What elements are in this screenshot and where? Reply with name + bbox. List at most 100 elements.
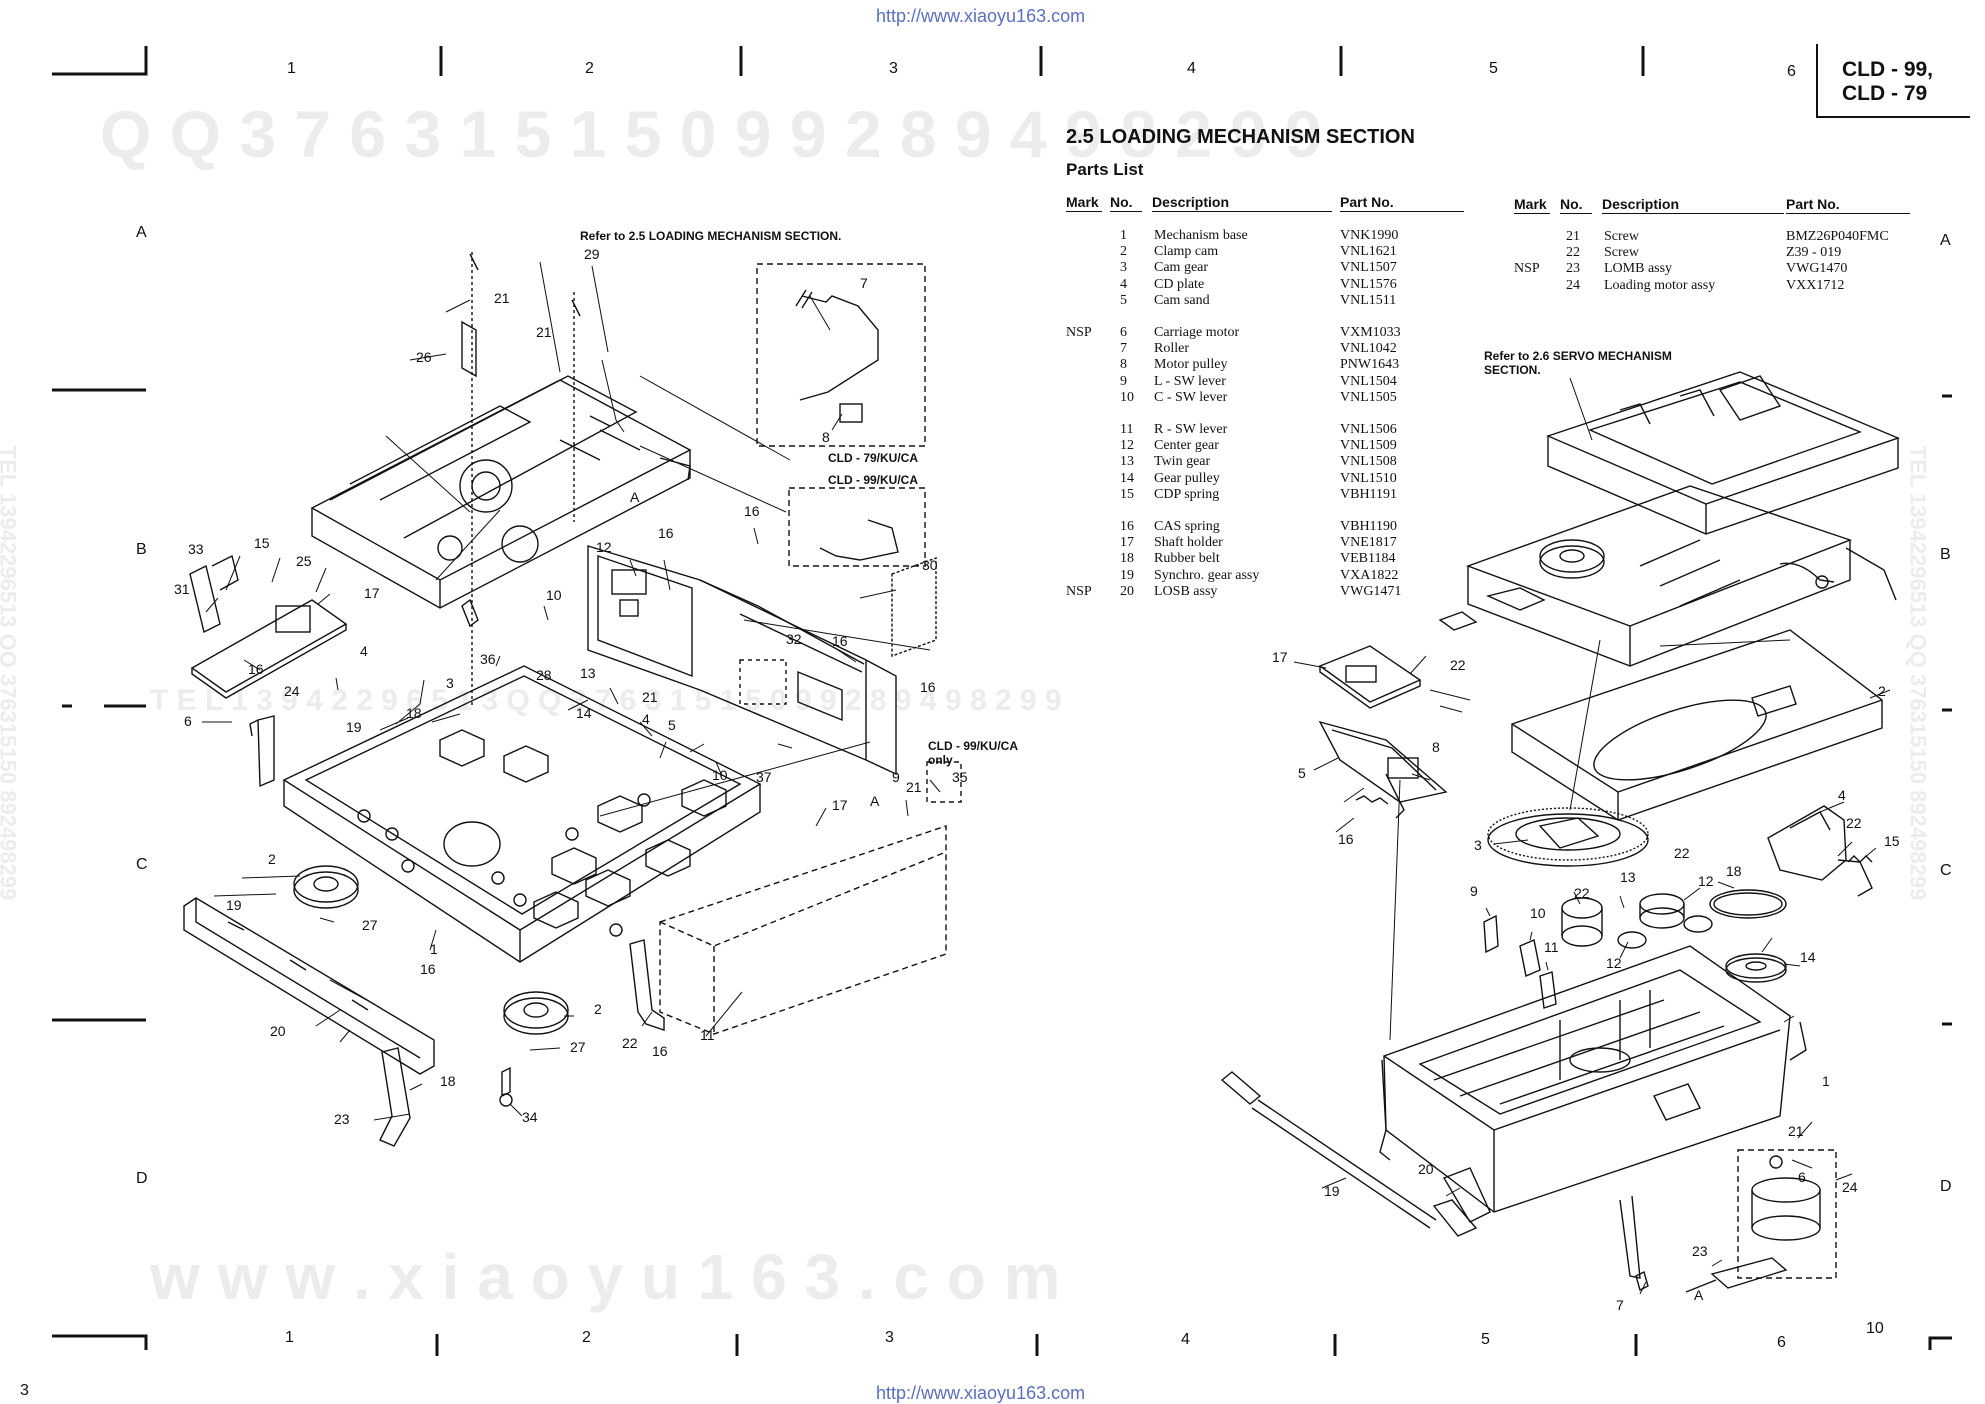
th-left-part: Part No.	[1340, 194, 1464, 212]
url-top[interactable]: http://www.xiaoyu163.com	[876, 6, 1086, 26]
parts-left-no: 9	[1120, 373, 1127, 389]
col-num-bottom-3: 3	[885, 1329, 894, 1346]
parts-left-desc: R - SW lever	[1154, 422, 1228, 437]
callout-right: 12	[1606, 955, 1622, 971]
callout-left: 37	[756, 769, 772, 785]
cam-sand-5	[1318, 720, 1448, 803]
parts-left-desc: C - SW lever	[1154, 389, 1228, 405]
callout-right: 4	[1838, 787, 1846, 803]
callout-left: 16	[920, 679, 936, 695]
bracket-26	[461, 320, 477, 378]
parts-left-part: VNL1507	[1340, 260, 1397, 276]
callout-left: 21	[906, 779, 922, 795]
callout-left: 10	[546, 587, 562, 603]
callout-right: 21	[1788, 1123, 1804, 1139]
callout-left: A	[630, 489, 640, 505]
col-num-bottom-1: 1	[285, 1329, 294, 1346]
parts-right-mark: NSP	[1514, 261, 1540, 277]
callout-left: 3	[446, 675, 454, 691]
power-cord-79	[799, 295, 879, 401]
cd-plate-recess	[1593, 699, 1767, 781]
servo-mechanism-lower	[1465, 485, 1853, 627]
parts-right-no: 23	[1566, 261, 1580, 277]
note-refer-servo-1: Refer to 2.6 SERVO MECHANISM	[1484, 349, 1672, 363]
parts-right-part: VXX1712	[1786, 277, 1845, 293]
parts-left-part: VNL1508	[1340, 454, 1397, 470]
parts-left-mark: NSP	[1066, 325, 1092, 340]
top-chassis-gear	[459, 459, 513, 513]
bracket-22	[629, 939, 665, 1031]
parts-right-desc: LOMB assy	[1604, 261, 1673, 277]
note-cld79: CLD - 79/KU/CA	[828, 451, 918, 465]
callout-left: 20	[270, 1023, 286, 1039]
url-bottom[interactable]: http://www.xiaoyu163.com	[876, 1383, 1086, 1403]
callout-left: 25	[296, 553, 312, 569]
callout-left: 22	[622, 1035, 638, 1051]
parts-left-part: VNL1504	[1340, 373, 1397, 389]
right-callouts: 17 22 2 5 8 16 3 4 22 15 22 13 12 18 22 …	[1272, 649, 1900, 1313]
col-num-top-2: 2	[585, 60, 594, 77]
chassis-hole	[443, 821, 501, 867]
parts-right-part: BMZ26P040FMC	[1786, 229, 1889, 244]
callout-left: 16	[832, 633, 848, 649]
parts-left-part: VNL1576	[1340, 276, 1397, 292]
callout-left: 26	[416, 349, 432, 365]
parts-left-no: 20	[1120, 583, 1134, 599]
callout-right: 3	[1474, 837, 1482, 853]
callout-right: 2	[1878, 683, 1886, 699]
col-num-top-6: 6	[1787, 63, 1796, 80]
parts-left-no: 7	[1120, 341, 1127, 357]
twin-gear-13	[1561, 897, 1603, 919]
parts-left-no: 2	[1120, 244, 1127, 260]
servo-mechanism-top	[1546, 371, 1900, 505]
servo-turntable	[1539, 545, 1605, 579]
parts-left-desc: Motor pulley	[1154, 357, 1228, 373]
callout-left: 2	[594, 1001, 602, 1017]
callout-right: 10	[1530, 905, 1546, 921]
parts-left-part: VBH1190	[1340, 519, 1398, 534]
callout-right: 16	[1338, 831, 1354, 847]
callout-left: 27	[570, 1039, 586, 1055]
roller-7	[1635, 1270, 1649, 1292]
parts-left-part: VNE1817	[1340, 535, 1397, 551]
parts-left-mark: NSP	[1066, 583, 1092, 599]
callout-right: 22	[1450, 657, 1466, 673]
parts-left-no: 4	[1120, 276, 1127, 292]
parts-left-part: VXM1033	[1340, 325, 1401, 340]
callout-left: 1	[430, 941, 438, 957]
parts-left-part: VNL1621	[1340, 244, 1397, 260]
left-callouts: 29 21 21 26 7 8 16 16 12 30 33 15 25 17 …	[174, 246, 968, 1127]
callout-right: 24	[1842, 1179, 1858, 1195]
callout-left: 16	[420, 961, 436, 977]
parts-left-no: 6	[1120, 325, 1127, 340]
row-letter-right-a: A	[1940, 232, 1951, 249]
callout-left: 33	[188, 541, 204, 557]
note-cld99-only-1: CLD - 99/KU/CA	[928, 739, 1018, 753]
parts-left-desc: Cam sand	[1154, 292, 1210, 308]
parts-left-desc: Shaft holder	[1154, 535, 1223, 551]
parts-left-no: 1	[1120, 228, 1127, 243]
power-cord-99	[819, 519, 899, 561]
row-letter-left-b: B	[136, 541, 147, 558]
mechanism-base-leg	[1619, 1195, 1641, 1279]
parts-right-no: 21	[1566, 229, 1580, 244]
th-right-part: Part No.	[1786, 196, 1910, 214]
cd-plate-2	[1511, 629, 1883, 821]
callout-right: 13	[1620, 869, 1636, 885]
parts-left-desc: CD plate	[1154, 276, 1205, 292]
watermark-top: Q Q 3 7 6 3 1 5 1 5 0 9 9 2 8 9 4 9 8 2 …	[100, 97, 1322, 171]
parts-left-desc: CDP spring	[1154, 486, 1220, 502]
parts-left-part: VNL1511	[1340, 292, 1397, 308]
page-number-right: 10	[1866, 1320, 1884, 1337]
watermark-middle: T E L 1 3 9 4 2 2 9 6 5 1 3 Q Q 3 7 6 3 …	[150, 684, 1062, 717]
parts-left-desc: Clamp cam	[1154, 244, 1219, 260]
callout-right: 14	[1800, 949, 1816, 965]
col-num-top-1: 1	[287, 60, 296, 77]
callout-left: 16	[658, 525, 674, 541]
parts-left-part: VXA1822	[1340, 567, 1399, 583]
parts-left-no: 15	[1120, 486, 1134, 502]
callout-right: 17	[1272, 649, 1288, 665]
